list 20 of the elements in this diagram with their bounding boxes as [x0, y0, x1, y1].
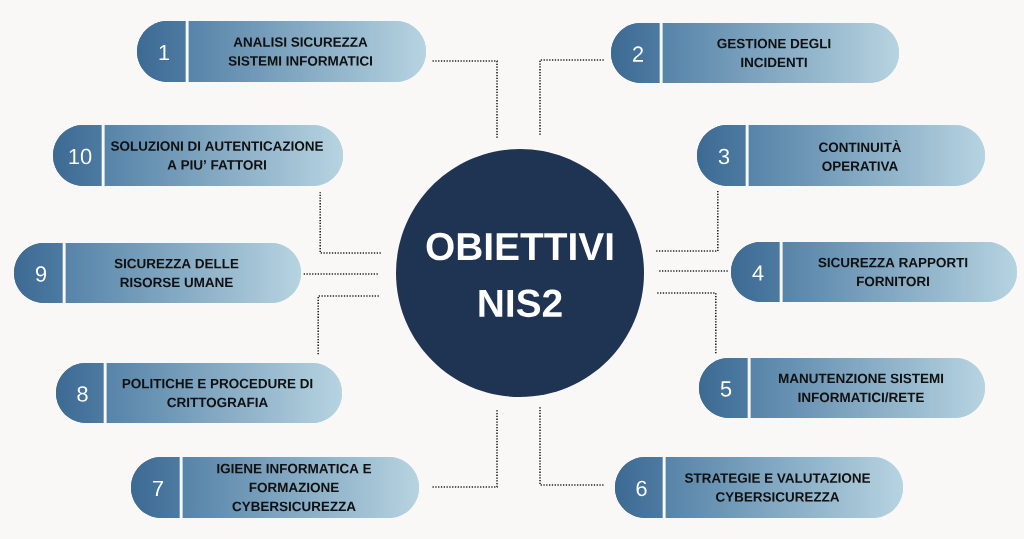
connector-line [655, 189, 719, 252]
connector-line [539, 59, 606, 136]
objective-pill: IGIENE INFORMATICA E FORMAZIONE CYBERSICUREZZA 7 [131, 457, 419, 518]
objective-pill: CONTINUITÀ OPERATIVA 3 [697, 125, 985, 186]
connector-line [301, 273, 379, 275]
connector-line [658, 270, 730, 272]
objective-pill: MANUTENZIONE SISTEMI INFORMATICI/RETE 5 [699, 358, 985, 418]
connector-line [656, 292, 717, 356]
objective-pill: SICUREZZA RAPPORTI FORNITORI 4 [731, 242, 1017, 302]
connector-line [431, 60, 498, 139]
objective-pill: GESTIONE DEGLI INCIDENTI 2 [611, 23, 899, 83]
objective-pill: SICUREZZA DELLE RISORSE UMANE 9 [14, 243, 301, 303]
objective-pill: ANALISI SICUREZZA SISTEMI INFORMATICI 1 [137, 21, 426, 82]
connector-line [539, 406, 606, 486]
objective-pill: POLITICHE E PROCEDURE DI CRITTOGRAFIA 8 [56, 363, 342, 423]
connector-line [319, 191, 382, 254]
objective-pill: STRATEGIE E VALUTAZIONE CYBERSICUREZZA 6 [615, 457, 903, 518]
objective-pill: SOLUZIONI DI AUTENTICAZIONE A PIU’ FATTORI 10 [53, 125, 343, 186]
connector-line [431, 409, 498, 488]
connector-line [317, 295, 380, 357]
